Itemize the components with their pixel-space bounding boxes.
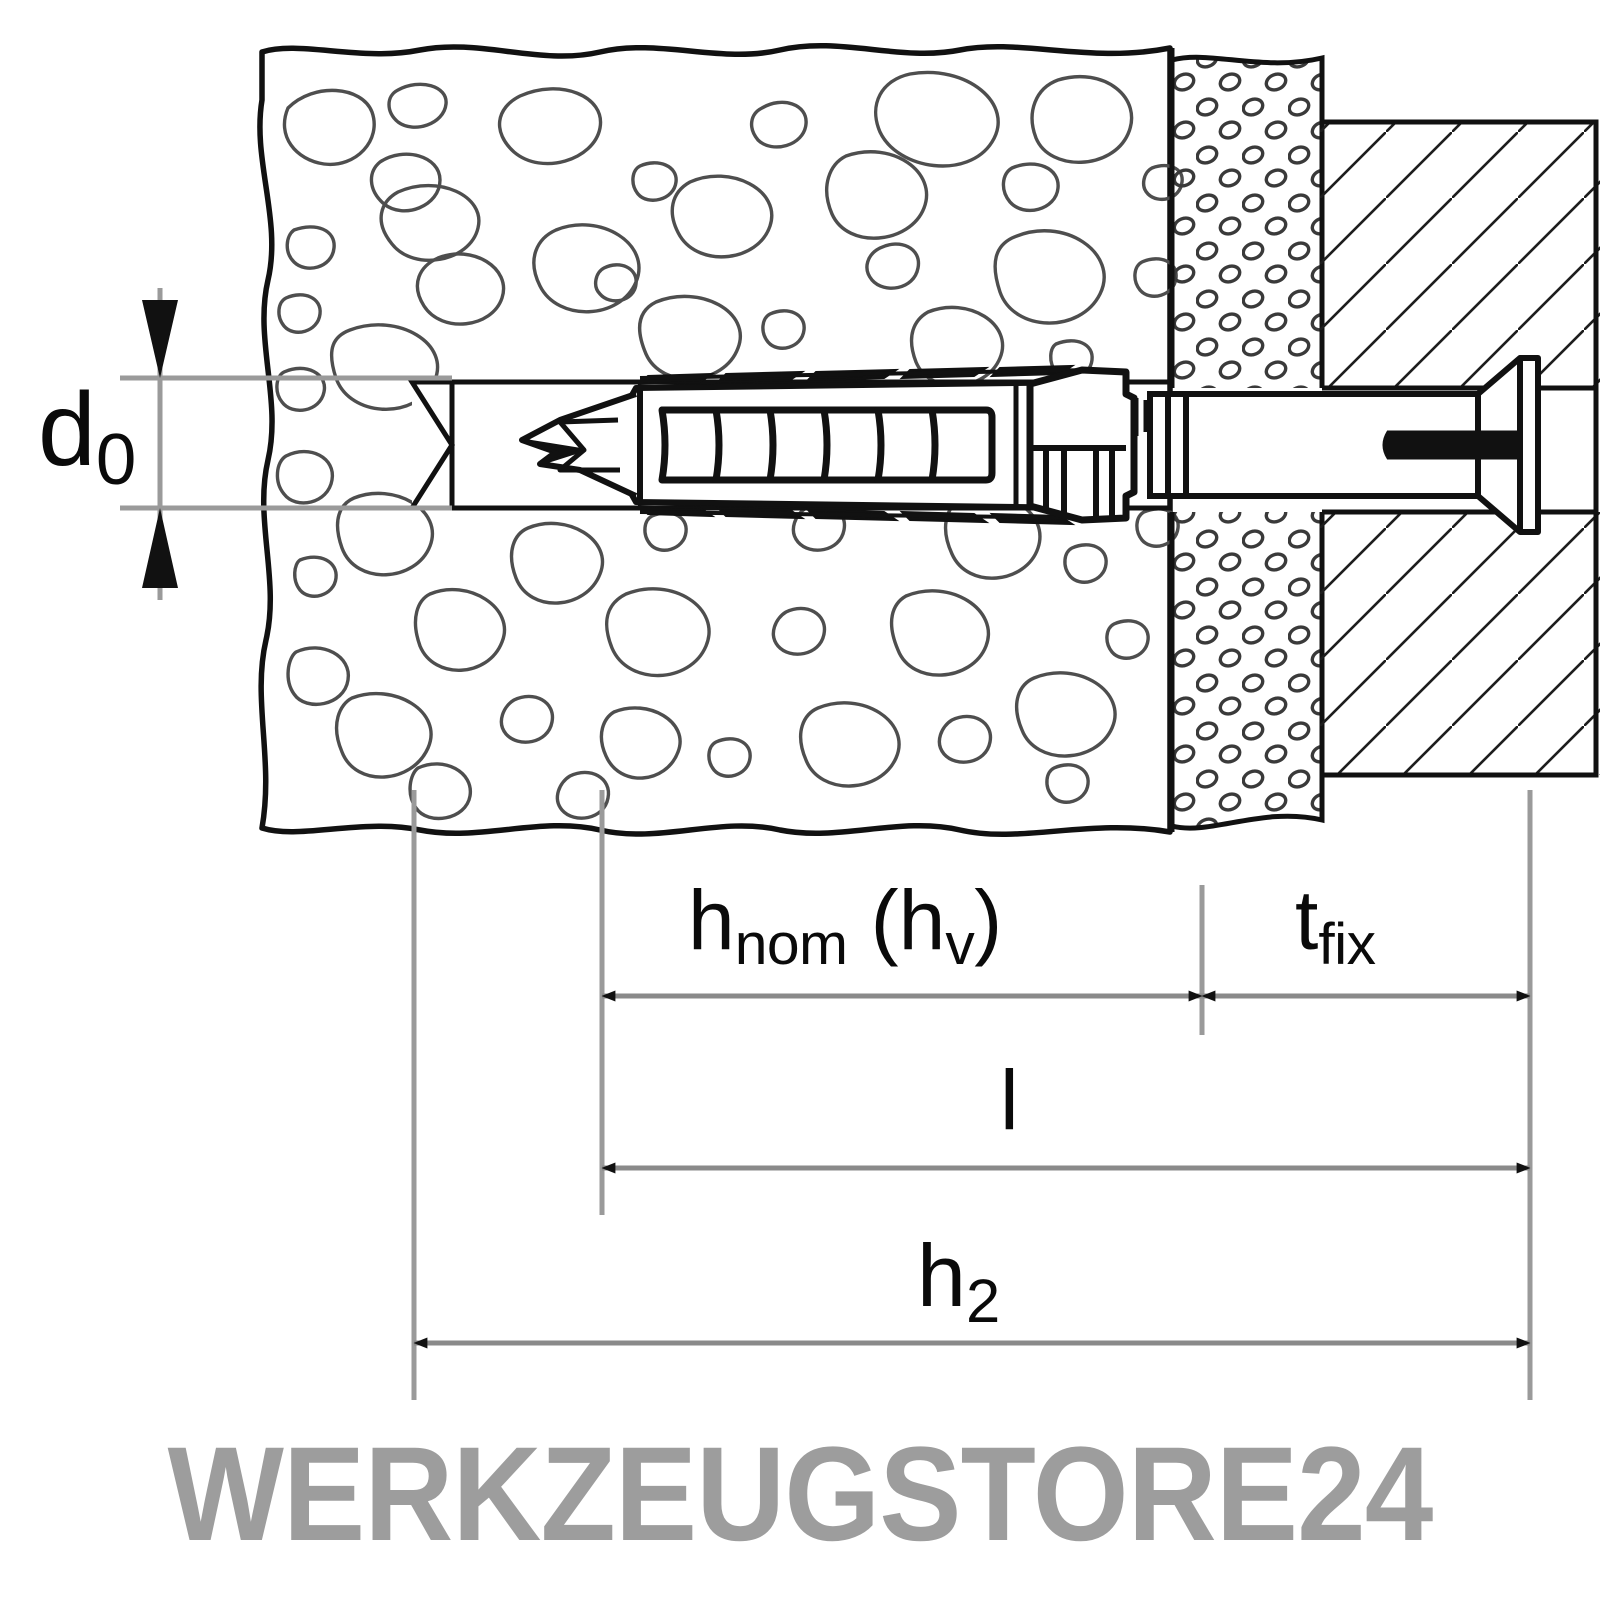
d0-arrowhead-bottom (142, 508, 178, 588)
d0-subscript: 0 (95, 418, 136, 500)
hnom-paren-subscript: v (945, 912, 975, 978)
countersunk-slotted-screw (1147, 355, 1541, 535)
expansion-anchor-plug (519, 364, 1149, 526)
hnom-main-symbol: h (688, 873, 735, 967)
tfix-subscript: fix (1318, 912, 1376, 978)
wood-hatched-fixture (1320, 119, 1600, 778)
hnom-paren-close: ) (974, 873, 1003, 967)
d0-arrowhead-top (142, 300, 178, 378)
concrete-aggregate-upper (275, 70, 1184, 412)
dimension-label-hnom: hnom (hv) (688, 878, 1002, 974)
d0-main-symbol: d (38, 372, 96, 488)
dimension-label-h2: h2 (917, 1232, 1000, 1333)
hnom-paren-open: (h (847, 873, 946, 967)
dimension-label-d0: d0 (38, 378, 136, 496)
hnom-subscript: nom (734, 912, 848, 978)
insulation-plaster-layer (1169, 48, 1325, 832)
h2-main-symbol: h (917, 1226, 966, 1325)
h2-subscript: 2 (965, 1267, 1000, 1337)
dimension-label-tfix: tfix (1295, 878, 1376, 974)
l-main-symbol: l (1000, 1053, 1019, 1147)
dimension-label-l: l (1000, 1058, 1019, 1142)
dimension-d0 (120, 288, 452, 600)
dimension-extension-lines (411, 790, 1533, 1400)
watermark-text: WERKZEUGSTORE24 (167, 1420, 1434, 1569)
tfix-main-symbol: t (1295, 873, 1319, 967)
